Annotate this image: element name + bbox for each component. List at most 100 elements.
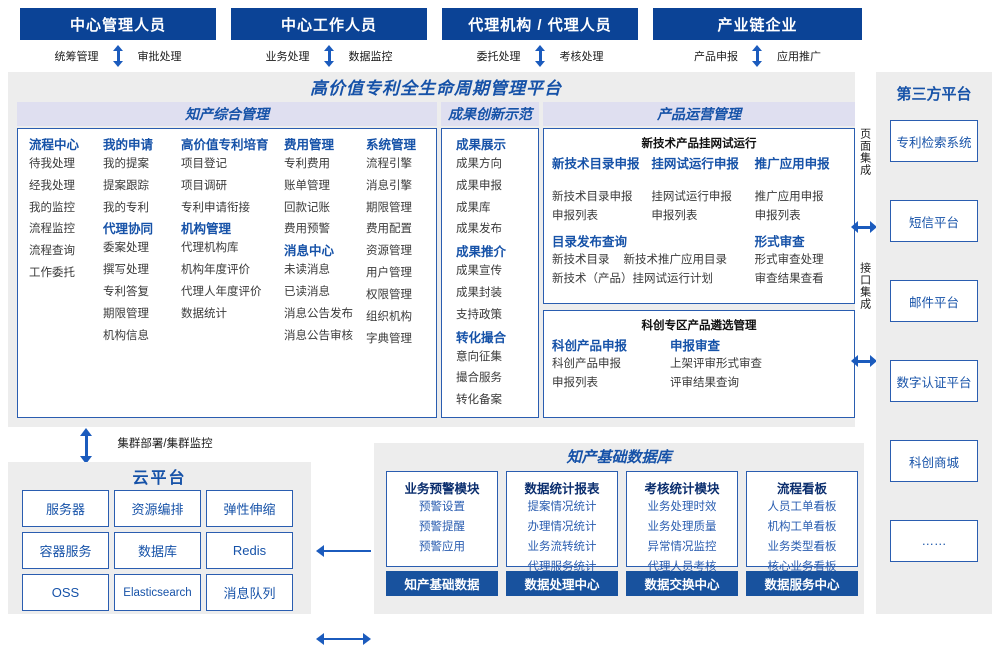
- third-party-item-patent-search[interactable]: 专利检索系统: [890, 120, 978, 162]
- menu-item[interactable]: 期限管理: [103, 307, 149, 320]
- menu-item[interactable]: 专利申请衔接: [181, 201, 250, 214]
- menu-item[interactable]: 成果申报: [456, 179, 502, 192]
- menu-item[interactable]: 撮合服务: [456, 372, 502, 385]
- menu-item[interactable]: 申报列表: [552, 209, 598, 222]
- menu-item[interactable]: 申报列表: [651, 209, 698, 222]
- menu-item[interactable]: 我的提案: [103, 157, 149, 170]
- menu-item[interactable]: 代理人年度评价: [181, 285, 262, 298]
- menu-item[interactable]: 我的专利: [103, 201, 149, 214]
- cloud-cell-container[interactable]: 容器服务: [22, 532, 109, 569]
- cloud-cell-oss[interactable]: OSS: [22, 574, 109, 611]
- actor-box-3[interactable]: 产业链企业: [653, 8, 862, 40]
- menu-item[interactable]: 成果宣传: [456, 265, 502, 278]
- menu-item[interactable]: 成果封装: [456, 286, 502, 299]
- menu-item[interactable]: 转化备案: [456, 394, 502, 407]
- card-item[interactable]: 预警提醒: [419, 521, 465, 534]
- menu-item[interactable]: 提案跟踪: [103, 179, 149, 192]
- menu-item[interactable]: 用户管理: [366, 267, 412, 280]
- actor-box-2[interactable]: 代理机构 / 代理人员: [442, 8, 638, 40]
- menu-item[interactable]: 支持政策: [456, 308, 502, 321]
- menu-item[interactable]: 新技术（产品）挂网试运行计划: [552, 272, 713, 285]
- menu-item[interactable]: 成果方向: [456, 157, 502, 170]
- card-item[interactable]: 代理服务统计: [527, 561, 597, 574]
- actor-box-0[interactable]: 中心管理人员: [20, 8, 216, 40]
- third-party-item-sms[interactable]: 短信平台: [890, 200, 978, 242]
- menu-item[interactable]: 消息引擎: [366, 179, 412, 192]
- menu-item[interactable]: 挂网试运行申报: [651, 191, 732, 203]
- third-party-item-email[interactable]: 邮件平台: [890, 280, 978, 322]
- card-item[interactable]: 异常情况监控: [647, 541, 717, 554]
- actor-box-1[interactable]: 中心工作人员: [231, 8, 427, 40]
- menu-item[interactable]: 评审结果查询: [670, 377, 739, 390]
- database-footer-service-center[interactable]: 数据服务中心: [746, 571, 858, 596]
- database-footer-processing-center[interactable]: 数据处理中心: [506, 571, 618, 596]
- menu-item[interactable]: 项目登记: [181, 157, 227, 170]
- card-item[interactable]: 人员工单看板: [767, 501, 837, 513]
- card-item[interactable]: 预警应用: [419, 541, 465, 554]
- menu-item[interactable]: 上架评审形式审查: [670, 357, 762, 370]
- menu-item[interactable]: 委案处理: [103, 242, 149, 255]
- cloud-cell-redis[interactable]: Redis: [206, 532, 293, 569]
- menu-item[interactable]: 专利答复: [103, 285, 149, 298]
- cloud-cell-database[interactable]: 数据库: [114, 532, 201, 569]
- menu-item[interactable]: 数据统计: [181, 307, 227, 320]
- menu-item[interactable]: 工作委托: [29, 267, 75, 280]
- menu-item[interactable]: 权限管理: [366, 288, 412, 301]
- menu-item[interactable]: 消息公告审核: [284, 329, 353, 342]
- cloud-cell-elasticsearch[interactable]: Elasticsearch: [114, 574, 201, 611]
- menu-item[interactable]: 待我处理: [29, 157, 75, 170]
- menu-item[interactable]: 费用配置: [366, 223, 412, 236]
- cloud-cell-orchestration[interactable]: 资源编排: [114, 490, 201, 527]
- card-item[interactable]: 业务类型看板: [767, 541, 837, 554]
- menu-item[interactable]: 形式审查处理: [754, 253, 824, 266]
- menu-item[interactable]: 未读消息: [284, 264, 330, 277]
- menu-item[interactable]: 专利费用: [284, 157, 330, 170]
- menu-item[interactable]: 资源管理: [366, 245, 412, 258]
- menu-item[interactable]: 机构年度评价: [181, 264, 250, 277]
- card-item[interactable]: 业务流转统计: [527, 541, 597, 554]
- menu-item[interactable]: 机构信息: [103, 329, 149, 342]
- menu-item[interactable]: 经我处理: [29, 179, 75, 192]
- cloud-cell-server[interactable]: 服务器: [22, 490, 109, 527]
- card-item[interactable]: 提案情况统计: [527, 501, 597, 513]
- menu-item[interactable]: 新技术目录: [552, 253, 610, 266]
- menu-item[interactable]: 流程查询: [29, 245, 75, 258]
- menu-item[interactable]: 流程监控: [29, 223, 75, 236]
- menu-item[interactable]: 代理机构库: [181, 242, 239, 255]
- menu-item[interactable]: 科创产品申报: [552, 357, 621, 370]
- card-item[interactable]: 代理人员考核: [647, 561, 717, 574]
- menu-item[interactable]: 项目调研: [181, 179, 227, 192]
- card-item[interactable]: 预警设置: [419, 501, 465, 513]
- menu-item[interactable]: 我的监控: [29, 201, 75, 214]
- menu-item[interactable]: 账单管理: [284, 179, 330, 192]
- menu-item[interactable]: 流程引擎: [366, 157, 412, 170]
- menu-item[interactable]: 字典管理: [366, 332, 412, 345]
- card-item[interactable]: 办理情况统计: [527, 521, 597, 534]
- third-party-item-more[interactable]: ……: [890, 520, 978, 562]
- menu-item[interactable]: 成果库: [456, 201, 491, 214]
- menu-item[interactable]: 推广应用申报: [754, 191, 824, 203]
- menu-item[interactable]: 费用预警: [284, 223, 330, 236]
- third-party-item-digital-cert[interactable]: 数字认证平台: [890, 360, 978, 402]
- menu-item[interactable]: 新技术目录申报: [552, 191, 633, 203]
- menu-item[interactable]: 消息公告发布: [284, 307, 353, 320]
- card-item[interactable]: 机构工单看板: [767, 521, 837, 534]
- menu-item[interactable]: 新技术推广应用目录: [623, 253, 728, 266]
- card-item[interactable]: 核心业务看板: [767, 561, 837, 574]
- menu-item[interactable]: 期限管理: [366, 201, 412, 214]
- cloud-cell-autoscaling[interactable]: 弹性伸缩: [206, 490, 293, 527]
- cloud-cell-mq[interactable]: 消息队列: [206, 574, 293, 611]
- card-item[interactable]: 业务处理时效: [647, 501, 717, 513]
- third-party-item-kechuang-mall[interactable]: 科创商城: [890, 440, 978, 482]
- menu-item[interactable]: 审查结果查看: [754, 272, 824, 285]
- database-footer-basic-data[interactable]: 知产基础数据: [386, 571, 498, 596]
- menu-item[interactable]: 回款记账: [284, 201, 330, 214]
- card-item[interactable]: 业务处理质量: [647, 521, 717, 534]
- menu-item[interactable]: 意向征集: [456, 350, 502, 363]
- menu-item[interactable]: 组织机构: [366, 310, 412, 323]
- database-footer-exchange-center[interactable]: 数据交换中心: [626, 571, 738, 596]
- menu-item[interactable]: 申报列表: [552, 377, 598, 390]
- menu-item[interactable]: 已读消息: [284, 285, 330, 298]
- menu-item[interactable]: 撰写处理: [103, 264, 149, 277]
- menu-item[interactable]: 成果发布: [456, 223, 502, 236]
